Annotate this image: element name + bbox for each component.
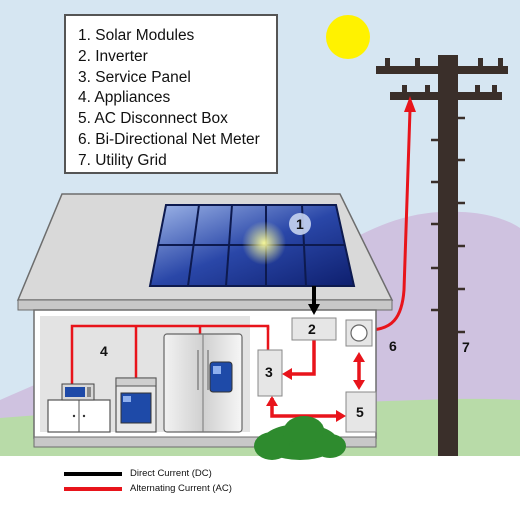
service-panel-box — [257, 349, 283, 397]
legend-item-net-meter: 6. Bi-Directional Net Meter — [78, 130, 260, 148]
house-foundation — [33, 436, 377, 448]
microwave-icon — [61, 383, 95, 401]
badge-ac-disconnect: 5 — [356, 404, 364, 420]
legend-item-ac-disconnect: 5. AC Disconnect Box — [78, 110, 228, 128]
net-meter-box — [345, 319, 373, 347]
legend-item-solar-modules: 1. Solar Modules — [78, 27, 195, 44]
badge-net-meter: 6 — [389, 338, 397, 354]
net-meter-dial — [350, 324, 368, 342]
refrigerator-icon — [163, 333, 243, 433]
inverter-to-panel-arrow — [282, 368, 292, 380]
kitchen-cabinets — [47, 399, 111, 433]
dc-arrowhead — [308, 304, 320, 315]
panel-to-disconnect-arrow-up — [266, 396, 278, 406]
grid-arrowhead — [404, 96, 416, 112]
badge-service-panel: 3 — [265, 364, 273, 380]
legend-box: 1. Solar Modules 2. Inverter 3. Service … — [64, 14, 278, 174]
panel-to-disconnect-arrow-right — [336, 410, 346, 422]
badge-appliances-bg — [93, 340, 115, 362]
badge-inverter: 2 — [308, 321, 316, 337]
roof-edge — [17, 299, 393, 311]
legend-item-appliances: 4. Appliances — [78, 89, 171, 107]
dc-key-label: Direct Current (DC) — [130, 468, 212, 479]
house-ac-wiring — [70, 324, 270, 400]
solar-panel-array — [148, 204, 356, 287]
sun-icon — [326, 15, 370, 59]
ac-disconnect-box — [345, 391, 377, 433]
inverter-to-panel-line — [290, 338, 316, 376]
key-strip — [0, 456, 520, 506]
inverter-box — [291, 317, 337, 341]
utility-pole — [376, 55, 508, 456]
legend-item-inverter: 2. Inverter — [78, 47, 148, 65]
bush — [254, 416, 346, 460]
badge-utility-grid: 7 — [462, 339, 470, 355]
stove-icon — [115, 377, 157, 433]
meter-arrow-up — [353, 352, 365, 362]
badge-solar-modules: 1 — [296, 216, 304, 232]
badge-appliances: 4 — [100, 343, 108, 359]
ac-key-label: Alternating Current (AC) — [130, 483, 232, 494]
meter-arrow-down — [353, 380, 365, 390]
legend-item-service-panel: 3. Service Panel — [78, 68, 191, 86]
legend-item-utility-grid: 7. Utility Grid — [78, 151, 167, 169]
badge-solar-modules-bg — [289, 213, 311, 235]
